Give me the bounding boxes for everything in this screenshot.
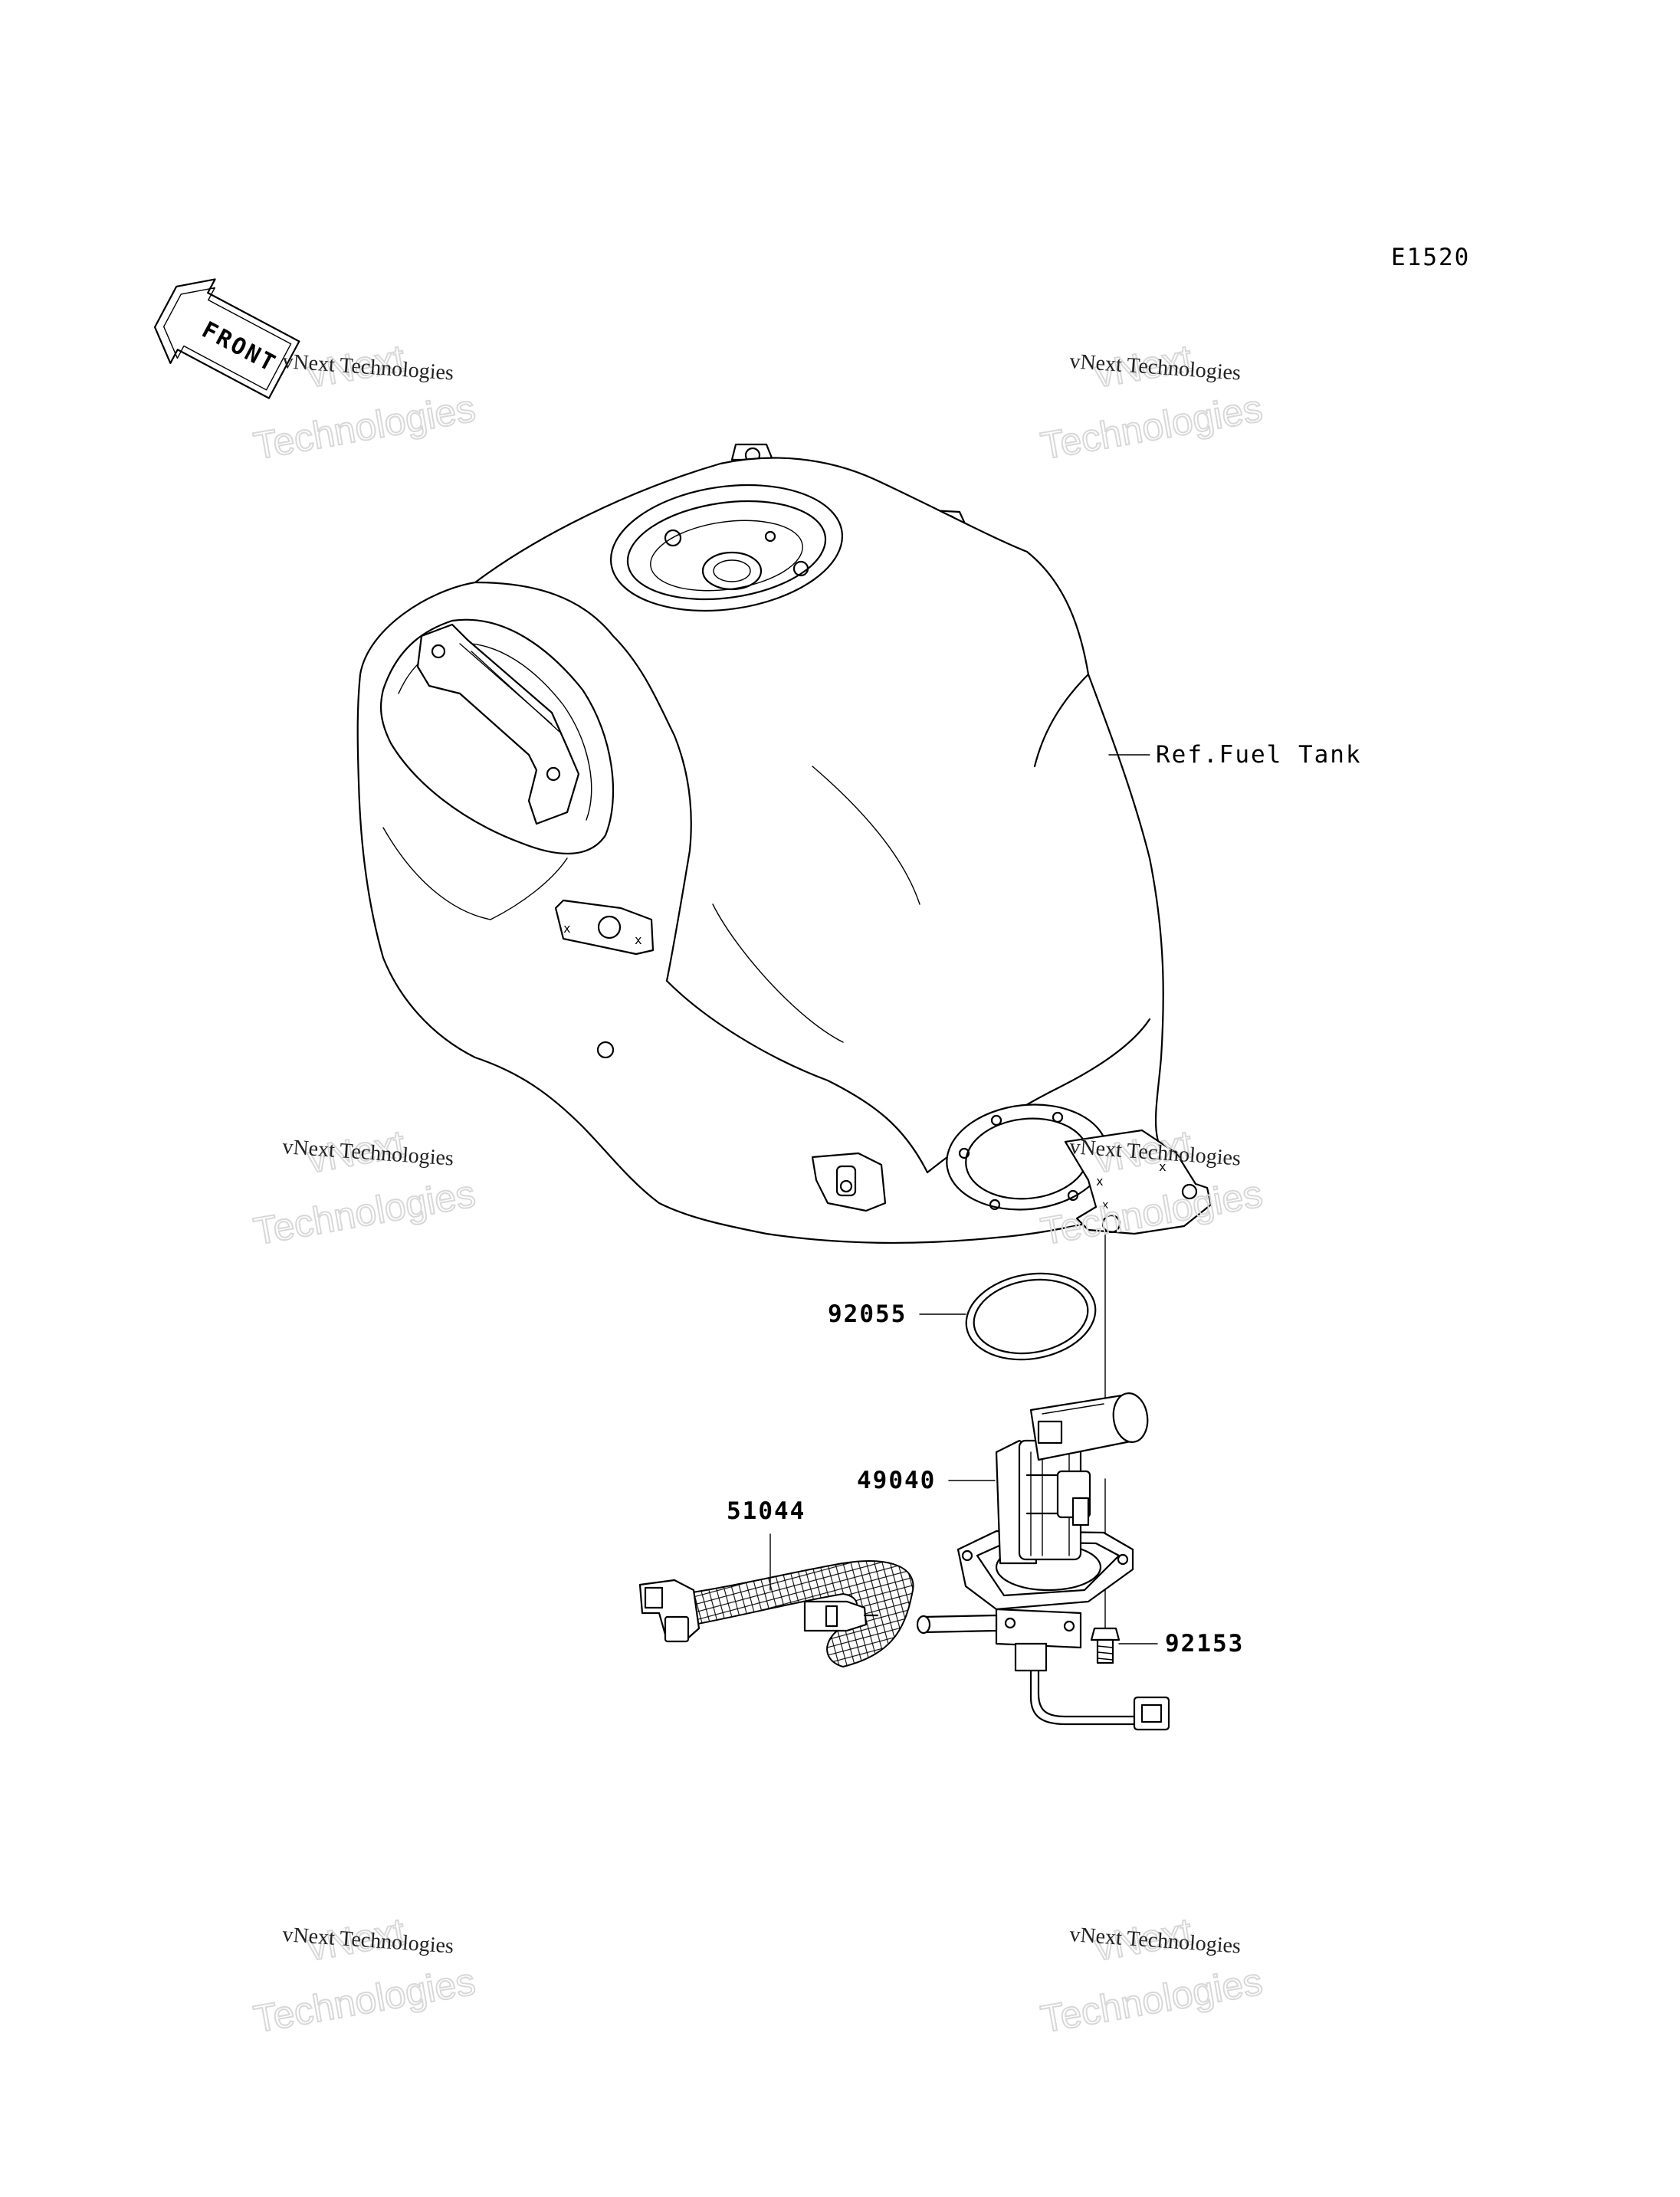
fuel-pump-49040 xyxy=(916,1392,1170,1731)
svg-text:x: x xyxy=(1096,1174,1104,1189)
svg-text:x: x xyxy=(635,933,642,947)
watermark: Technologies vNext vNext Technologies xyxy=(250,1121,479,1254)
part-number-92153: 92153 xyxy=(1165,1630,1244,1658)
part-number-92055: 92055 xyxy=(828,1300,907,1328)
svg-text:Technologies: Technologies xyxy=(251,1172,478,1253)
svg-text:Technologies: Technologies xyxy=(251,386,478,467)
fuel-hose-51044 xyxy=(638,1560,914,1668)
diagram-code: E1520 xyxy=(1391,244,1470,271)
watermark: Technologies vNext vNext Technologies xyxy=(250,1909,479,2041)
part-number-51044: 51044 xyxy=(727,1497,806,1525)
part-number-49040: 49040 xyxy=(857,1467,936,1494)
svg-text:Technologies: Technologies xyxy=(251,1959,478,2041)
watermark: Technologies vNext vNext Technologies xyxy=(1037,336,1266,468)
watermark: Technologies vNext vNext Technologies xyxy=(250,336,479,468)
bolt-92153 xyxy=(1090,1627,1121,1664)
watermark: Technologies vNext vNext Technologies xyxy=(1037,1909,1266,2041)
o-ring-92055 xyxy=(965,1272,1097,1361)
svg-text:Technologies: Technologies xyxy=(1038,386,1265,467)
svg-text:Technologies: Technologies xyxy=(1038,1959,1265,2041)
front-arrow-icon: FRONT xyxy=(153,278,300,399)
fuel-tank: x x x x x xyxy=(356,443,1212,1244)
svg-text:x: x xyxy=(1159,1159,1166,1174)
ref-fuel-tank-label: Ref.Fuel Tank xyxy=(1156,741,1362,769)
svg-text:x: x xyxy=(1102,1199,1108,1212)
svg-text:x: x xyxy=(563,921,571,936)
